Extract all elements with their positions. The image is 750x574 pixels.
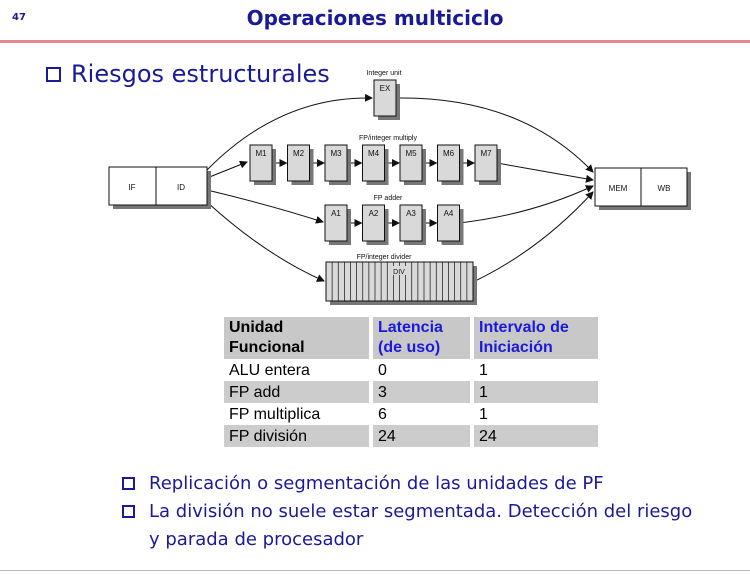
cell-unit: ALU entera bbox=[229, 362, 310, 379]
cell-latency: 24 bbox=[369, 425, 472, 447]
cell-interval: 1 bbox=[470, 403, 598, 425]
cell-unit: FP multiplica bbox=[229, 406, 321, 423]
adder-stage-4-label: A4 bbox=[444, 209, 454, 218]
multiply-stage-5 bbox=[399, 144, 423, 182]
multiply-stage-5-label: M5 bbox=[405, 149, 417, 158]
multiply-stage-4 bbox=[362, 144, 385, 182]
checkbox-bullet-icon bbox=[122, 505, 135, 518]
ex-stage-label: EX bbox=[380, 84, 391, 93]
wb-stage-label: WB bbox=[658, 184, 671, 193]
footer-divider bbox=[0, 570, 750, 571]
cell-latency: 6 bbox=[369, 403, 472, 425]
cell-latency: 0 bbox=[369, 359, 472, 381]
adder-stage-3 bbox=[399, 204, 423, 242]
bullet-text: Replicación o segmentación de las unidad… bbox=[149, 473, 604, 494]
if-id-box bbox=[108, 166, 208, 206]
integer-unit-label: Integer unit bbox=[366, 70, 401, 77]
arrow-id-a1 bbox=[206, 189, 324, 224]
adder-stage-2 bbox=[362, 204, 385, 242]
multiply-stage-3-label: M3 bbox=[330, 149, 342, 158]
slide-title: Operaciones multiciclo bbox=[246, 6, 504, 30]
adder-stage-1-label: A1 bbox=[331, 209, 341, 218]
multiply-stage-2-label: M2 bbox=[293, 149, 305, 158]
multiply-stage-7-label: M7 bbox=[480, 149, 492, 158]
multiply-stage-6 bbox=[437, 144, 460, 182]
checkbox-bullet-icon bbox=[46, 66, 61, 82]
div-label-bg bbox=[388, 266, 410, 275]
divider-label: FP/integer divider bbox=[357, 254, 413, 261]
if-stage-label: IF bbox=[128, 183, 135, 192]
cell-interval: 1 bbox=[470, 381, 598, 403]
title-divider bbox=[0, 40, 750, 43]
adder-stage-3-label: A3 bbox=[406, 209, 416, 218]
arrow-id-m1 bbox=[206, 160, 248, 179]
col-header-latency: Latencia(de uso) bbox=[369, 317, 472, 359]
div-stage-label: DIV bbox=[393, 269, 405, 276]
section-heading: Riesgos estructurales bbox=[46, 60, 330, 88]
arrow-a4-mem bbox=[458, 185, 594, 224]
bullet-text: La división no suele estar segmentada. D… bbox=[149, 501, 693, 550]
cell-interval: 24 bbox=[470, 425, 598, 447]
checkbox-bullet-icon bbox=[122, 477, 135, 490]
cell-unit: FP add bbox=[224, 381, 371, 403]
adder-stage-1 bbox=[324, 204, 348, 242]
adder-stage-4 bbox=[437, 204, 460, 242]
bullet-list: Replicación o segmentación de las unidad… bbox=[122, 470, 704, 554]
table-row: FP multiplica 6 1 bbox=[224, 403, 598, 425]
table-row: FP add 3 1 bbox=[224, 381, 598, 403]
multiply-stage-6-label: M6 bbox=[443, 149, 455, 158]
bullet-item: La división no suele estar segmentada. D… bbox=[122, 498, 704, 554]
arrow-div-mem bbox=[472, 191, 594, 283]
cell-latency: 3 bbox=[369, 381, 472, 403]
slide-number: 47 bbox=[12, 12, 26, 23]
arrow-m7-mem bbox=[496, 162, 594, 183]
arrow-id-div bbox=[206, 201, 325, 282]
diagram-arrows bbox=[206, 93, 594, 283]
table-row: FP división 24 24 bbox=[224, 425, 598, 447]
ex-stage bbox=[373, 79, 397, 117]
arrow-ex-mem bbox=[395, 97, 594, 173]
section-heading-text: Riesgos estructurales bbox=[71, 60, 330, 88]
arrow-id-ex bbox=[206, 93, 373, 171]
table-row: ALU entera 0 1 bbox=[224, 359, 598, 381]
multiply-stage-1 bbox=[249, 144, 273, 182]
adder-stage-2-label: A2 bbox=[369, 209, 379, 218]
multiply-stage-4-label: M4 bbox=[368, 149, 380, 158]
mem-stage-label: MEM bbox=[609, 184, 628, 193]
adder-label: FP adder bbox=[374, 195, 403, 202]
bullet-item: Replicación o segmentación de las unidad… bbox=[122, 470, 704, 498]
multiply-label: FP/integer multiply bbox=[359, 135, 417, 142]
cell-interval: 1 bbox=[470, 359, 598, 381]
multiply-stage-2 bbox=[287, 144, 310, 182]
id-stage-label: ID bbox=[177, 183, 185, 192]
multiply-stage-3 bbox=[324, 144, 348, 182]
multiply-stage-7 bbox=[474, 144, 498, 182]
cell-unit: FP división bbox=[224, 425, 371, 447]
multiply-stage-1-label: M1 bbox=[255, 149, 267, 158]
